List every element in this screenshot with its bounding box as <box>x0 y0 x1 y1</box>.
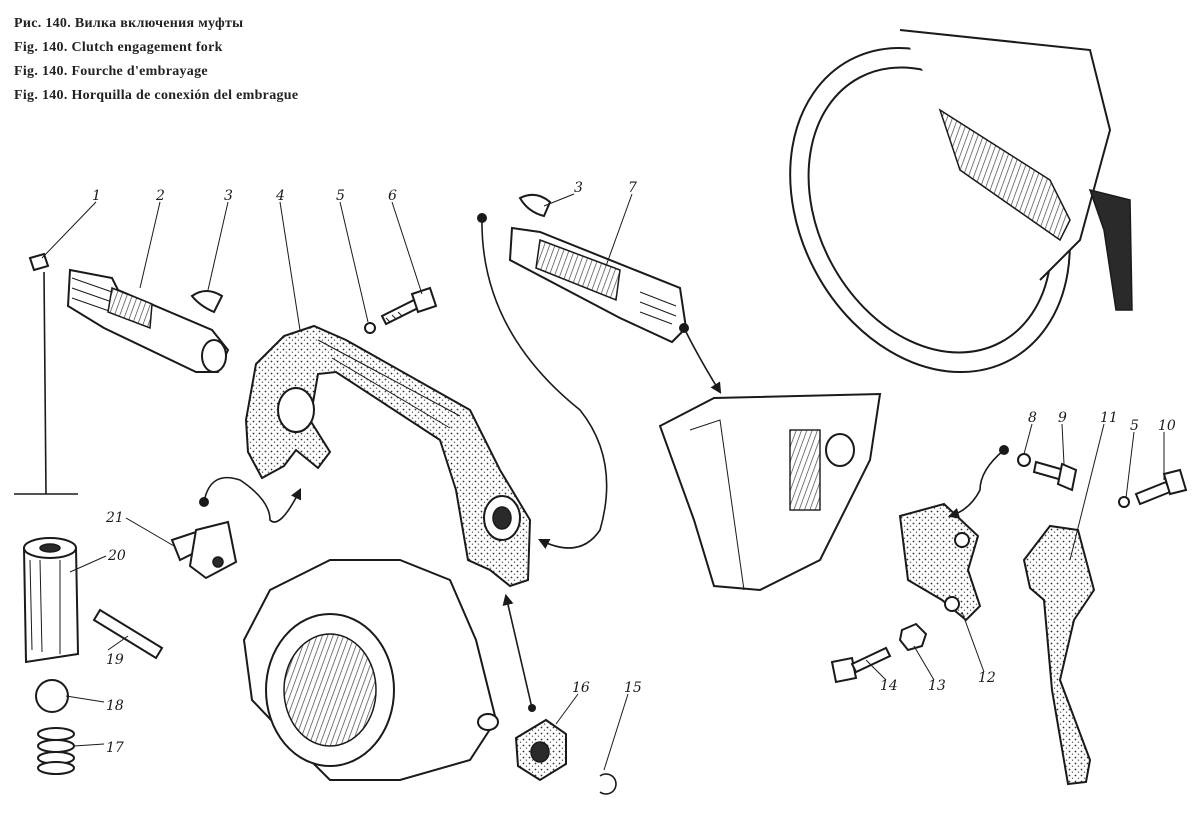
part-19-pin <box>92 608 164 660</box>
leader-lines <box>41 193 1165 771</box>
part-2-shaft <box>66 268 230 373</box>
part-3-key-left <box>190 290 224 314</box>
caption-spanish: Fig. 140. Horquilla de conexión del embr… <box>14 88 299 103</box>
part-21-fitting <box>170 520 238 580</box>
part-5-washer-right <box>1118 496 1130 508</box>
callout-4: 4 <box>275 188 285 204</box>
callout-11: 11 <box>1100 410 1118 426</box>
caption-english: Fig. 140. Clutch engagement fork <box>14 40 223 55</box>
callout-21: 21 <box>105 510 124 526</box>
part-20-sleeve <box>22 537 80 664</box>
part-12-bracket <box>898 502 982 622</box>
part-9-bolt <box>1032 460 1078 492</box>
part-4-engagement-fork <box>244 324 532 588</box>
release-cover <box>658 392 882 592</box>
part-6-bolt <box>380 286 438 326</box>
part-8-washer <box>1017 453 1031 467</box>
part-11-lever <box>1022 524 1096 786</box>
callout-5b: 5 <box>1130 418 1139 434</box>
caption-french: Fig. 140. Fourche d'embrayage <box>14 64 208 79</box>
clutch-housing <box>789 29 1133 374</box>
part-15-ring <box>599 773 617 795</box>
part-7-shaft <box>508 226 688 344</box>
callout-10: 10 <box>1158 418 1176 434</box>
callout-1: 1 <box>92 188 101 204</box>
callout-16: 16 <box>572 680 590 696</box>
callout-7: 7 <box>628 180 637 196</box>
callout-15: 15 <box>624 680 642 696</box>
part-1-pin <box>14 252 78 495</box>
callout-3b: 3 <box>574 180 583 196</box>
part-3-key-right <box>518 193 552 218</box>
callout-18: 18 <box>106 698 124 714</box>
callout-8: 8 <box>1028 410 1037 426</box>
part-10-bolt <box>1134 468 1188 506</box>
callout-6: 6 <box>388 188 397 204</box>
callout-9: 9 <box>1058 410 1067 426</box>
callout-17: 17 <box>106 740 124 756</box>
callout-19: 19 <box>106 652 124 668</box>
part-17-spring <box>37 727 75 775</box>
callout-3: 3 <box>224 188 233 204</box>
caption-russian: Рис. 140. Вилка включения муфты <box>14 16 244 31</box>
callout-13: 13 <box>928 678 946 694</box>
part-16-nut <box>514 718 567 782</box>
part-13-nut <box>898 622 928 652</box>
assembly-guides <box>199 213 1009 712</box>
callout-14: 14 <box>880 678 898 694</box>
bearing-housing <box>242 559 499 781</box>
part-5-washer-upper <box>364 322 376 334</box>
part-14-bolt <box>830 646 892 684</box>
callout-2: 2 <box>155 188 165 204</box>
callout-5: 5 <box>336 188 345 204</box>
callout-20: 20 <box>107 548 126 564</box>
part-18-ball <box>35 679 69 713</box>
callout-12: 12 <box>978 670 996 686</box>
